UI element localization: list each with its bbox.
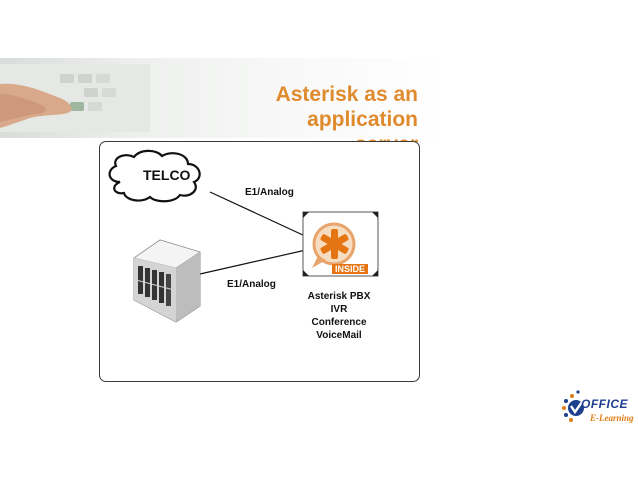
link-server-to-pbx: [199, 249, 307, 275]
pbx-line-conference: Conference: [311, 317, 367, 328]
inside-badge: INSIDE: [332, 264, 369, 274]
telco-label: TELCO: [143, 167, 191, 183]
logo-brand: OFFICE: [581, 397, 628, 411]
link-telco-to-pbx: [209, 191, 306, 237]
pbx-line-asterisk: Asterisk PBX: [307, 291, 371, 302]
pbx-line-ivr: IVR: [330, 304, 348, 315]
server-tower-icon: [133, 239, 201, 323]
asterisk-icon: [320, 229, 349, 259]
hand-pressing-keypad-image: [0, 64, 150, 132]
check-mark-icon: [570, 398, 585, 415]
pbx-services-list: Asterisk PBX IVR Conference VoiceMail: [296, 290, 382, 342]
office-logo-mark: [562, 390, 585, 422]
pbx-line-voicemail: VoiceMail: [316, 330, 362, 341]
logo-subtitle: E-Learning: [590, 413, 634, 423]
telco-cloud-icon: [108, 149, 201, 203]
title-line-1: Asterisk as an application: [275, 83, 418, 131]
link-label-bottom: E1/Analog: [227, 279, 276, 290]
link-label-top: E1/Analog: [245, 187, 294, 198]
